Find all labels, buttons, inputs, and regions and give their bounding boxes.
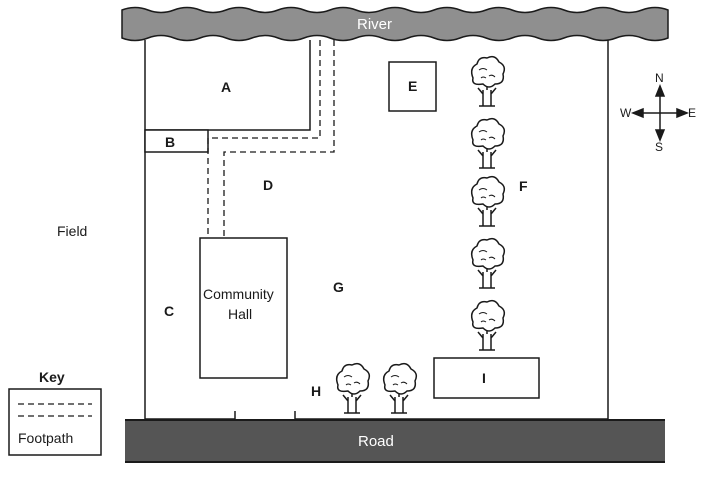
building-i <box>433 357 540 399</box>
building-e-label: E <box>408 78 418 94</box>
building-i-label: I <box>482 370 486 386</box>
key-title: Key <box>39 369 65 385</box>
key-footpath-label: Footpath <box>18 430 74 446</box>
key-box <box>8 388 102 456</box>
area-g-label: G <box>333 279 344 295</box>
road-band <box>125 419 665 463</box>
tree-icon <box>335 362 371 414</box>
tree-icon <box>470 55 506 107</box>
community-hall <box>199 237 288 379</box>
road-label: Road <box>358 433 394 450</box>
tree-icon <box>382 362 418 414</box>
site-boundary <box>144 40 609 420</box>
building-e <box>388 61 437 112</box>
compass-west-label: W <box>620 106 632 120</box>
area-f-label: F <box>519 178 528 194</box>
community-hall-label-line2: Hall <box>228 306 253 322</box>
compass-north-label: N <box>655 71 664 85</box>
river-label: River <box>357 16 393 33</box>
compass-rose <box>630 83 690 143</box>
compass-south-label: S <box>655 140 664 154</box>
tree-icon <box>470 237 506 289</box>
tree-icon <box>470 117 506 169</box>
compass-east-label: E <box>688 106 697 120</box>
building-b-label: B <box>165 134 176 150</box>
building-b <box>144 129 209 153</box>
field-label: Field <box>57 223 88 239</box>
tree-icon <box>470 299 506 351</box>
area-d-label: D <box>263 177 274 193</box>
community-hall-label-line1: Community <box>203 286 274 302</box>
area-h-label: H <box>311 383 322 399</box>
area-a-label: A <box>221 79 232 95</box>
footpath <box>207 40 335 238</box>
tree-icon <box>470 175 506 227</box>
area-c-label: C <box>164 303 175 319</box>
river-band <box>121 6 669 42</box>
